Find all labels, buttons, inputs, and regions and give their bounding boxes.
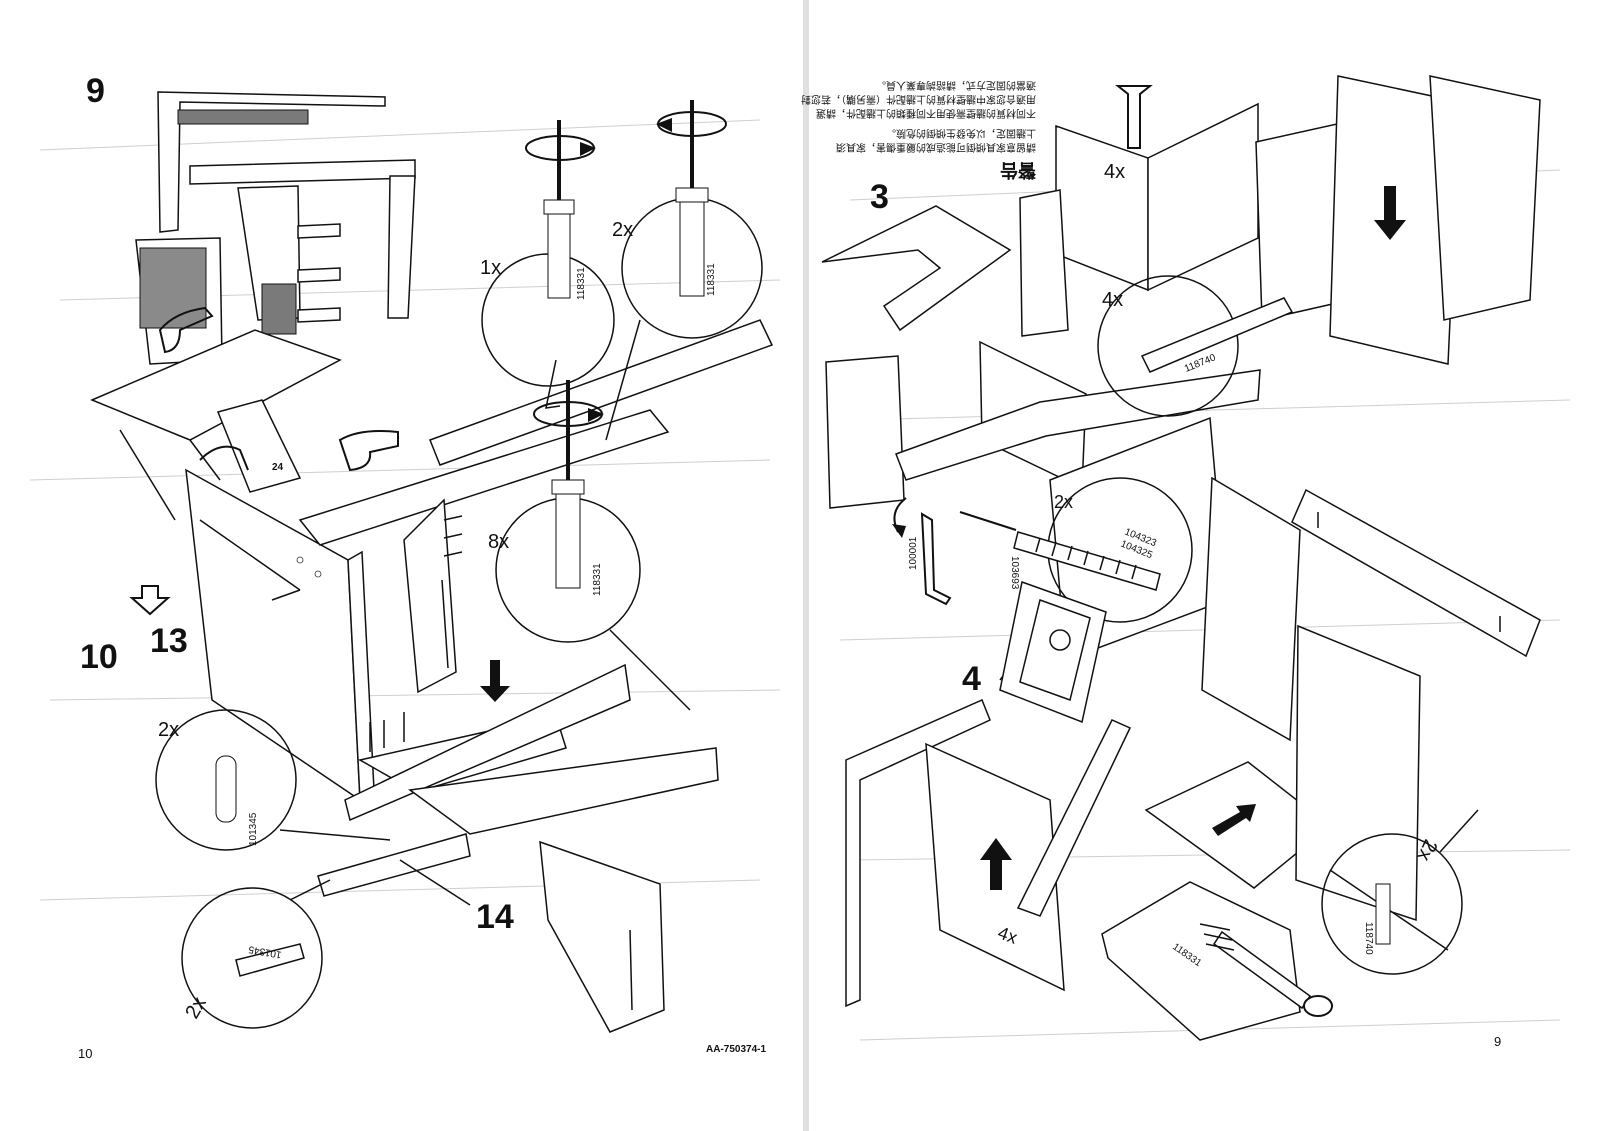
callout-qty: 4x [1102,289,1123,311]
right-page: 警告 請留意家具傾倒可能造成的嚴重傷害，家具須 上牆固定，以免發生傾倒的危險。 … [801,75,1541,1049]
warning-line: 適當的固定方式，請諮詢專業人員。 [876,79,1036,92]
page-number-left: 10 [78,1046,92,1061]
pointing-hand-icon [158,306,399,472]
callout-part-number: 118740 [1363,922,1374,955]
callout-qty: 8x [488,531,509,553]
page-number-right: 9 [1494,1034,1501,1049]
callout-qty: 4x [1104,161,1125,183]
lower-cabinet-frame [845,699,991,1008]
back-rail [298,409,670,546]
warning-notice: 警告 請留意家具傾倒可能造成的嚴重傷害，家具須 上牆固定，以免發生傾倒的危險。 … [801,79,1036,181]
callout-screw-top: 4x [1104,85,1153,183]
finished-desk-illustration [135,91,416,365]
warning-line: 不同材質的牆壁需使用不同種類的上牆配件，請選 [816,107,1036,120]
callout-screw-8x: 8x 118331 [488,380,691,711]
table-leg [1016,719,1132,917]
warning-line: 用適合您家中牆壁材質的上牆配件（需另購），若您對 [801,93,1036,106]
lower-frame [317,833,471,897]
callout-qty: 1x [480,257,501,279]
step-number-main: 9 [86,72,105,110]
top-cabinet-section [1019,75,1541,365]
callout-dowel-upper: 2x 101345 [155,709,391,851]
callout-screw-1x: 1x 118331 [480,120,615,409]
callout-part-number: 103693 [1009,556,1020,590]
step-number-3: 3 [870,178,889,216]
next-step-13: 13 [150,622,188,660]
support-leg-panel [403,498,463,694]
next-step-14: 14 [476,898,514,936]
shelf-unit-panel [90,329,342,441]
instruction-booklet-icon: 24 [199,399,302,493]
callout-qty: 2x [158,719,179,741]
document-code: AA-750374-1 [706,1044,766,1055]
page-reference-label: 24 [272,462,284,473]
cam-lock-plate: 103693 [999,556,1107,724]
diagonal-top-board [821,205,1012,332]
next-step-arrow-icon [129,585,171,616]
callout-part-number: 118331 [576,267,587,300]
warning-line: 上牆固定，以免發生傾倒的危險。 [886,127,1036,140]
warning-line: 請留意家具傾倒可能造成的嚴重傷害，家具須 [836,141,1036,154]
crossbar-rail [1291,488,1541,658]
callout-qty: 2x [612,219,633,241]
callout-screw-2x: 2x 118331 [605,100,763,441]
down-arrow-icon [480,660,510,702]
callout-part-number: 118331 [592,563,603,596]
callout-part-number: 101345 [248,812,259,846]
diagonal-arrow-icon [1212,804,1256,836]
callout-qty: 2x [1054,492,1073,512]
down-arrow-icon [1374,186,1406,240]
next-step-10: 10 [80,638,118,676]
callout-part-number: 118331 [706,263,717,296]
warning-title: 警告 [1000,160,1036,181]
left-page: 9 24 [78,72,774,1061]
up-arrow-icon [980,838,1012,890]
callout-part-number: 100001 [908,536,919,570]
step-number-4: 4 [962,660,981,698]
callout-dowel-lower: 101345 2x [181,879,331,1029]
allen-key-icon: 100001 [892,497,952,606]
callout-dowel-118740: 4x 118740 [1097,275,1294,417]
